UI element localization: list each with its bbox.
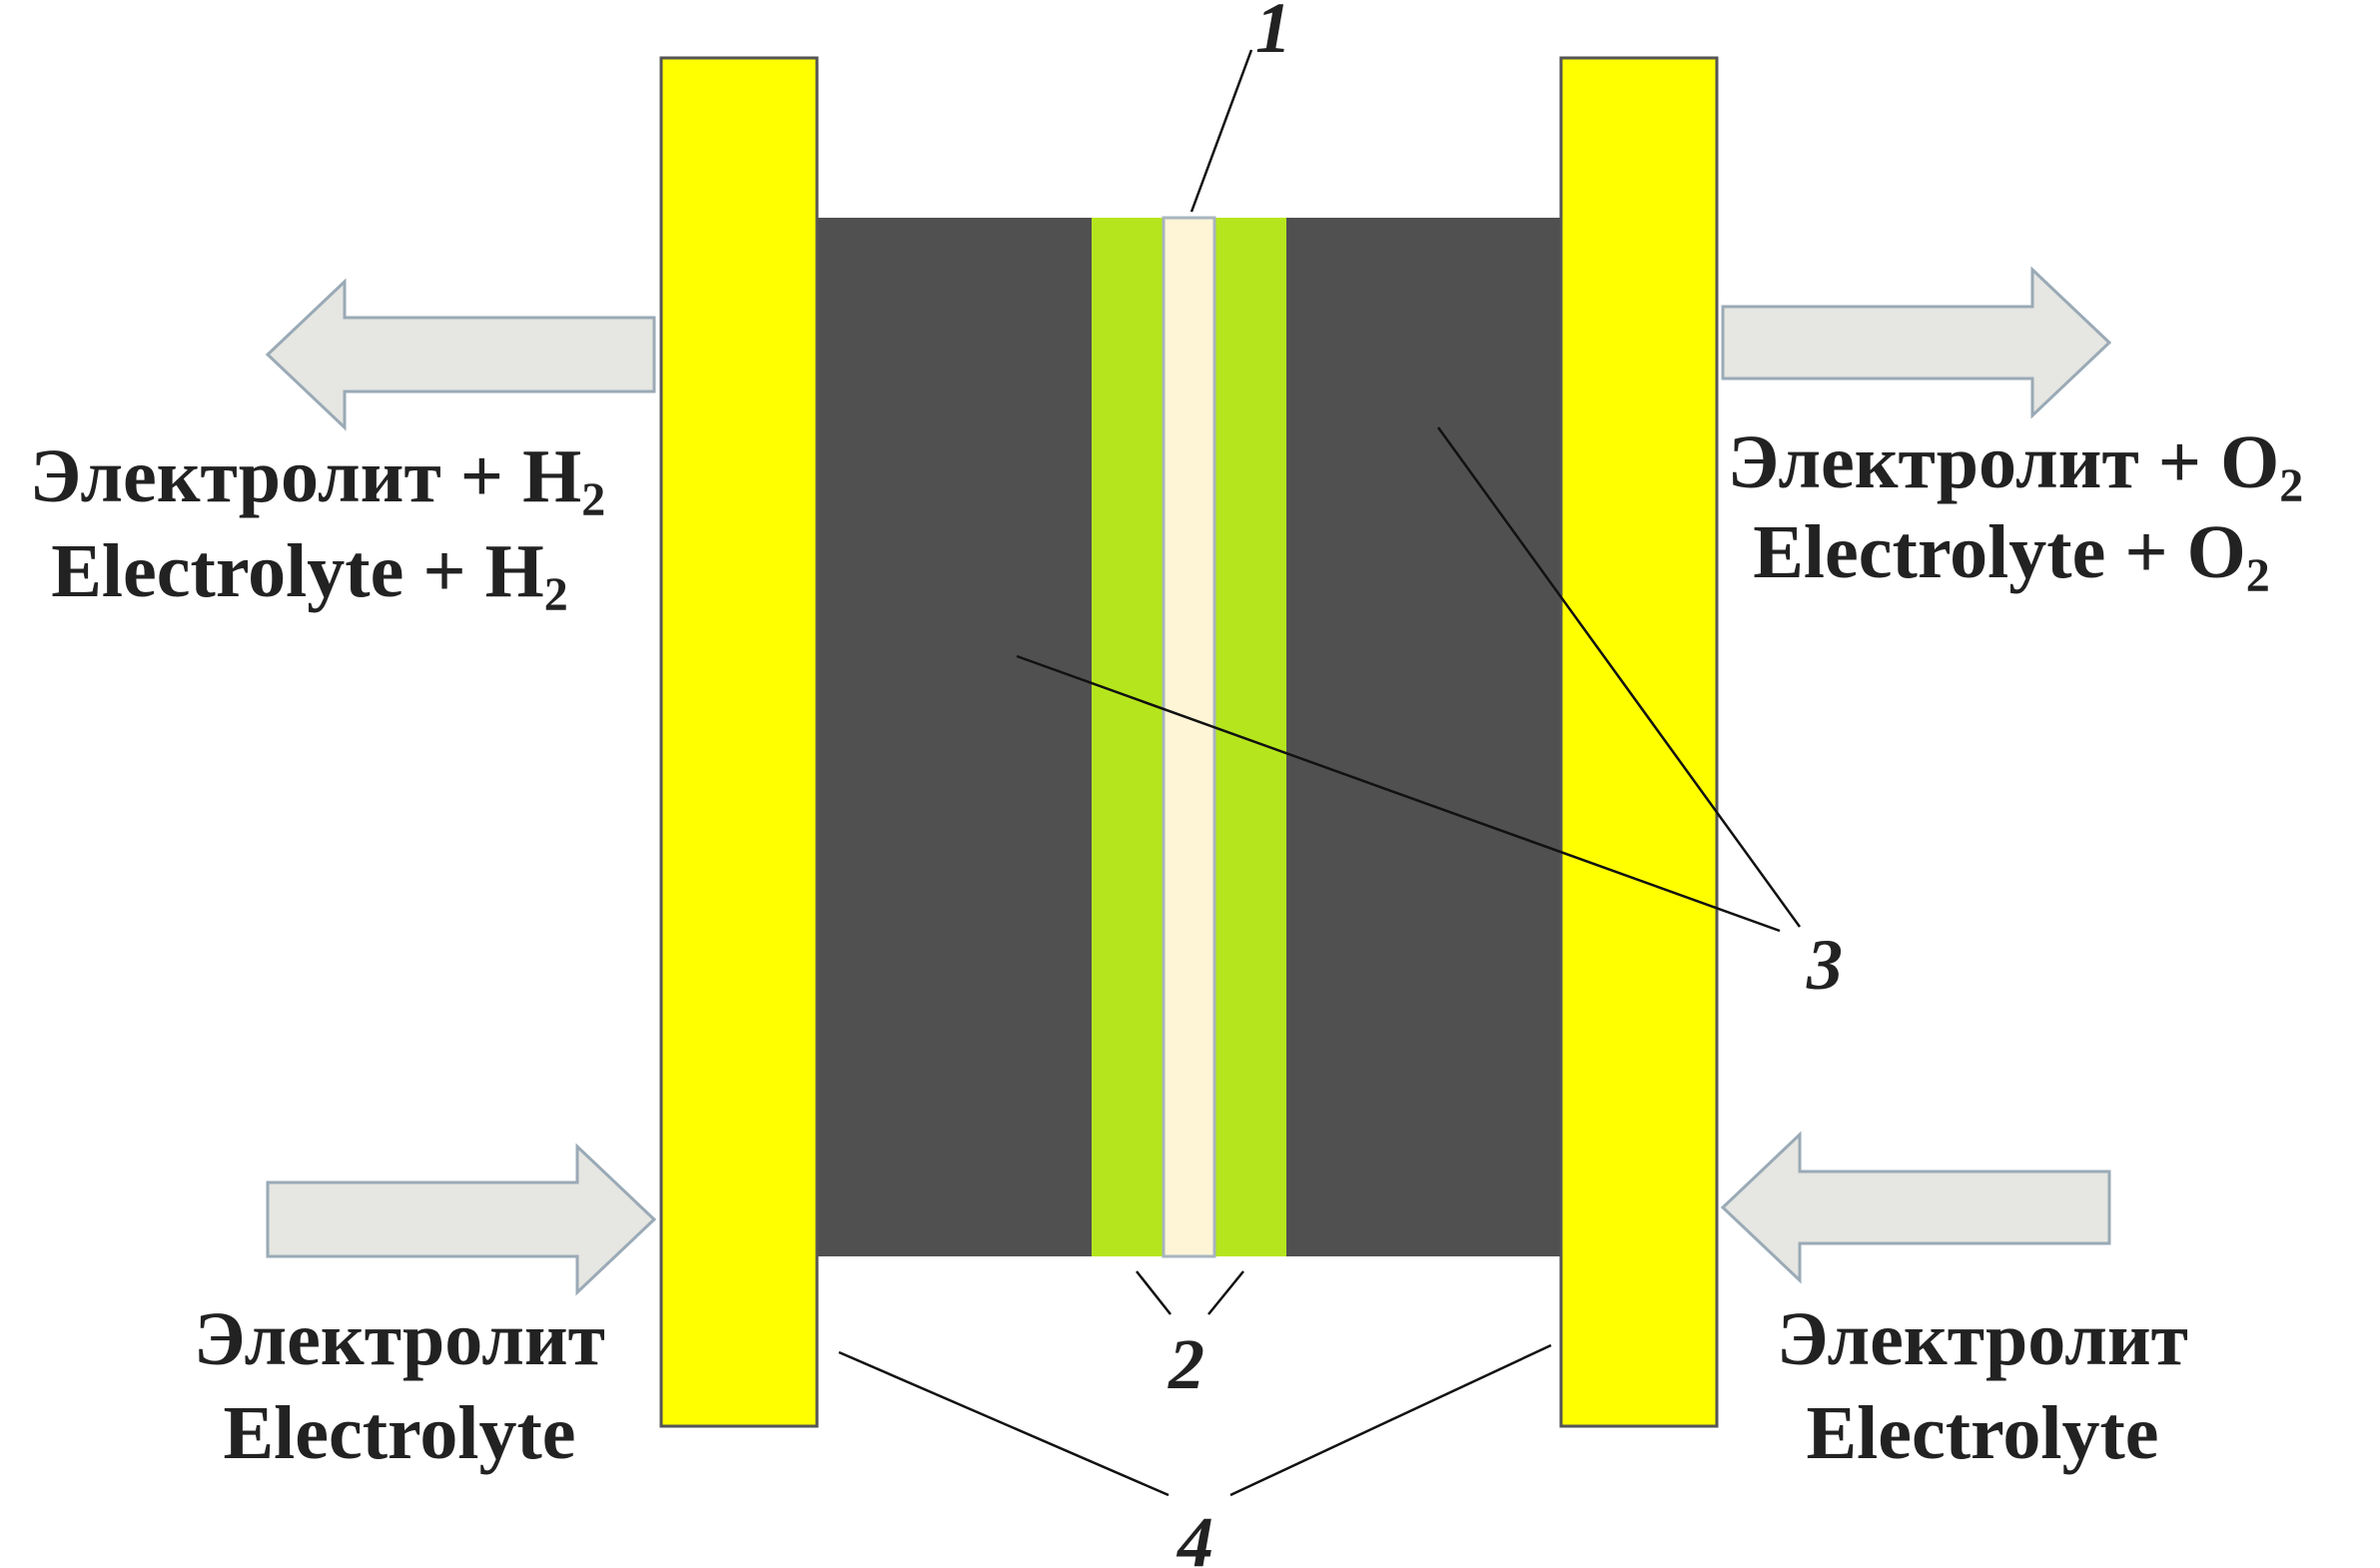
label-bottom-right-en: Electrolyte [1806,1391,2158,1475]
label-top-right-en-text: Electrolyte + O [1753,510,2246,594]
leader-line-2a [1136,1270,1172,1315]
callout-4: 4 [1176,1502,1213,1568]
h2-subscript-en: 2 [544,568,568,621]
label-top-right-ru-text: Электролит + O [1728,420,2279,504]
label-top-left-en: Electrolyte + H2 [51,529,568,621]
label-top-left-ru-text: Электролит + H [30,434,581,518]
label-top-left-ru: Электролит + H2 [30,434,605,526]
label-bottom-left-ru: Электролит [194,1297,605,1381]
right-bipolar-plate [1559,56,1719,1428]
outlet-arrow-right [1721,266,2112,419]
callout-3: 3 [1806,925,1843,1005]
left-catalyst-layer [1092,218,1164,1256]
leader-line-3b [1436,426,1802,928]
leader-lines [838,49,1802,1497]
leader-line-3a [1016,654,1781,933]
outlet-arrow-left [265,278,656,431]
leader-line-2b [1207,1270,1244,1315]
right-electrode [1286,218,1561,1256]
label-bottom-left-en: Electrolyte [223,1391,575,1475]
inlet-arrow-right [1720,1131,2111,1284]
label-bottom-right-ru: Электролит [1777,1297,2188,1381]
membrane [1162,216,1216,1258]
leader-line-1 [1190,49,1253,213]
leader-line-4b [1229,1343,1552,1497]
right-catalyst-layer [1214,218,1286,1256]
label-top-right-en: Electrolyte + O2 [1753,510,2270,602]
inlet-arrow-left [266,1143,657,1296]
o2-subscript-ru: 2 [2279,459,2303,512]
o2-subscript-en: 2 [2246,549,2270,602]
callout-1: 1 [1255,0,1291,68]
callout-2: 2 [1168,1324,1204,1404]
label-top-left-en-text: Electrolyte + H [51,529,544,613]
h2-subscript-ru: 2 [581,473,605,526]
leader-line-4a [838,1350,1170,1497]
left-electrode [817,218,1092,1256]
left-bipolar-plate [659,56,819,1428]
label-top-right-ru: Электролит + O2 [1728,420,2303,512]
